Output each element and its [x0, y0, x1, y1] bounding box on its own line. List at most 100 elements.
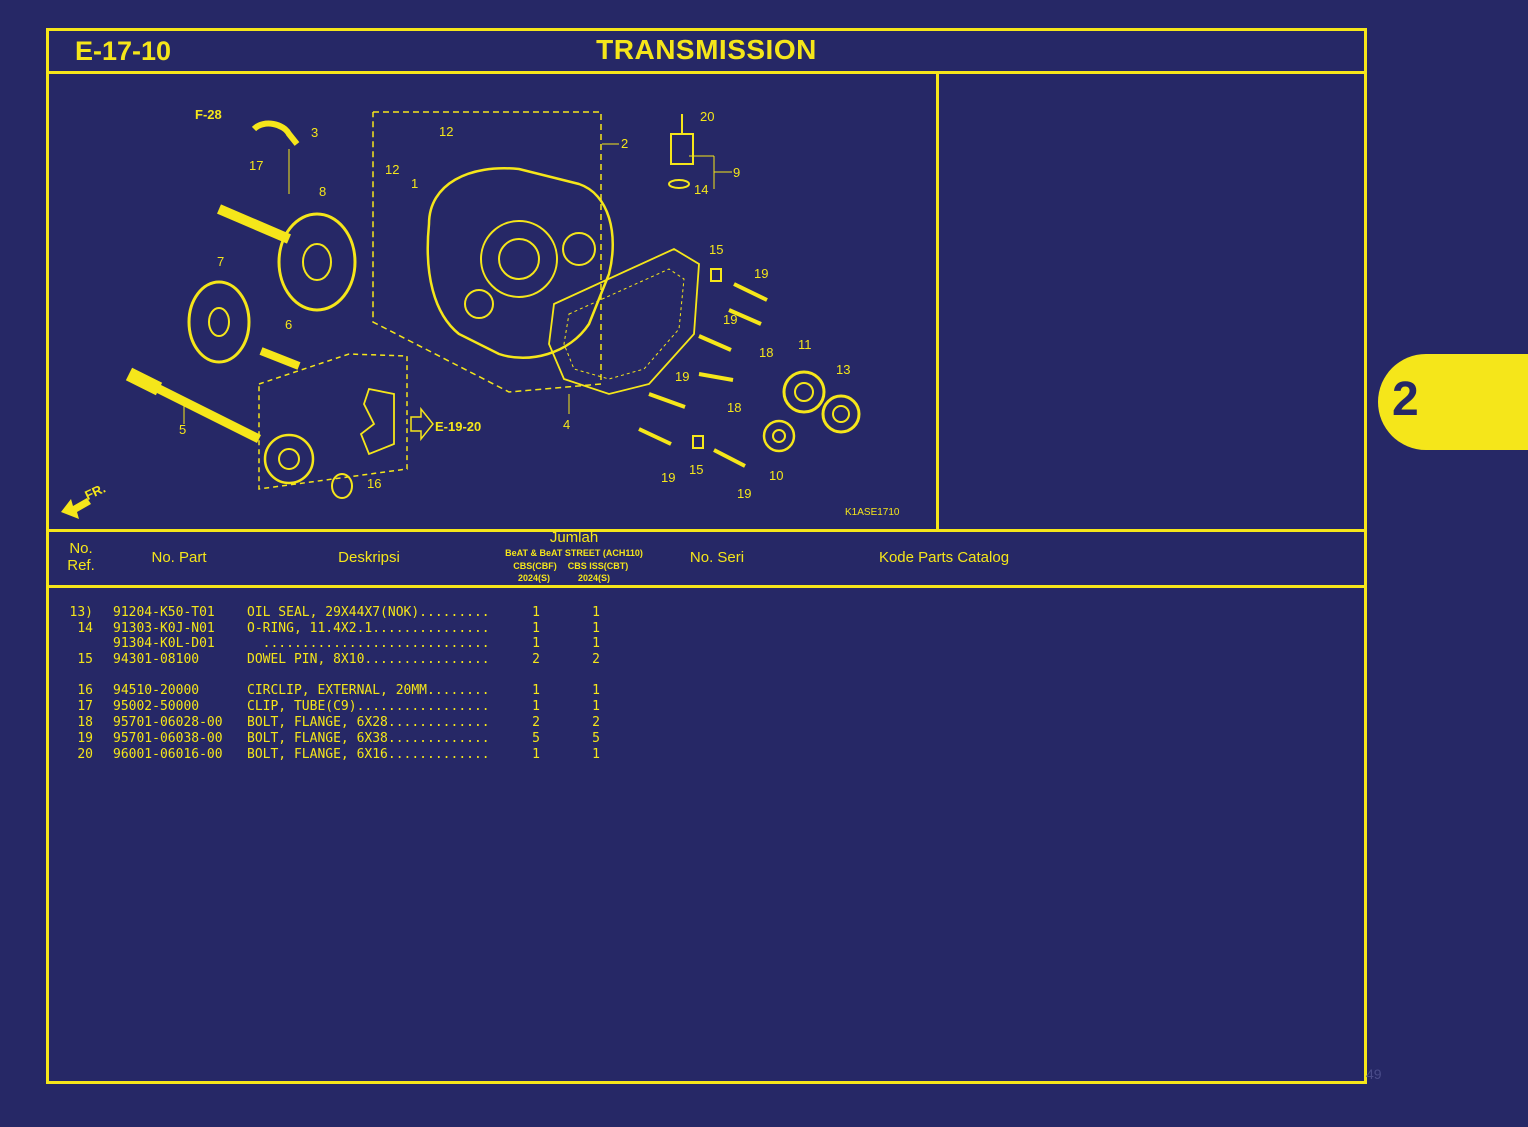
svg-text:9: 9 — [733, 165, 740, 180]
ref-cell: 17 — [77, 699, 93, 714]
part-number-cell: 91204-K50-T01 — [113, 605, 215, 620]
parts-table-header: No. Ref. No. Part Deskripsi Jumlah BeAT … — [49, 529, 1364, 588]
svg-text:2: 2 — [621, 136, 628, 151]
ref-cell: 18 — [77, 715, 93, 730]
qty-cbs-cell: 1 — [532, 636, 540, 651]
part-number-cell: 95701-06038-00 — [113, 731, 223, 746]
svg-text:19: 19 — [661, 470, 675, 485]
ref-cell: 16 — [77, 683, 93, 698]
col-desc-header: Deskripsi — [338, 549, 400, 566]
qty-cbs-cell: 1 — [532, 605, 540, 620]
svg-text:6: 6 — [285, 317, 292, 332]
table-row: 13) 91204-K50-T01 OIL SEAL, 29X44X7(NOK)..… — [49, 605, 1364, 621]
col-part-header: No. Part — [151, 549, 207, 566]
svg-text:12: 12 — [385, 162, 399, 177]
description-cell: CLIP, TUBE(C9)................. — [247, 699, 490, 714]
svg-text:15: 15 — [689, 462, 703, 477]
section-tab[interactable] — [1378, 354, 1528, 450]
part-number-cell: 91303-K0J-N01 — [113, 621, 215, 636]
ref-cell: 13) — [69, 605, 93, 620]
svg-text:E-19-20: E-19-20 — [435, 419, 481, 434]
svg-text:FR.: FR. — [82, 480, 107, 502]
section-code: E-17-10 — [75, 36, 172, 66]
col-qty-model-header: BeAT & BeAT STREET (ACH110) — [505, 548, 643, 558]
qty-iss-cell: 1 — [592, 699, 600, 714]
qty-iss-cell: 1 — [592, 636, 600, 651]
qty-cbs-cell: 2 — [532, 652, 540, 667]
svg-text:14: 14 — [694, 182, 708, 197]
page-title: TRANSMISSION — [596, 34, 817, 65]
svg-text:19: 19 — [754, 266, 768, 281]
qty-iss-cell: 2 — [592, 715, 600, 730]
svg-text:18: 18 — [759, 345, 773, 360]
table-row: 19 95701-06038-00 BOLT, FLANGE, 6X38......… — [49, 731, 1364, 747]
part-number-cell: 94510-20000 — [113, 683, 200, 698]
qty-iss-cell: 1 — [592, 683, 600, 698]
svg-text:19: 19 — [723, 312, 737, 327]
svg-text:8: 8 — [319, 184, 326, 199]
description-cell: BOLT, FLANGE, 6X16............. — [247, 747, 490, 762]
ref-cell: 14 — [77, 621, 93, 636]
svg-text:3: 3 — [311, 125, 318, 140]
svg-text:5: 5 — [179, 422, 186, 437]
qty-iss-cell: 1 — [592, 747, 600, 762]
svg-text:19: 19 — [737, 486, 751, 501]
svg-text:4: 4 — [563, 417, 570, 432]
page-number: 49 — [1366, 1066, 1382, 1082]
table-row: 15 94301-08100 DOWEL PIN, 8X10............… — [49, 652, 1364, 668]
catalog-page-frame: E-17-10 TRANSMISSION — [46, 28, 1367, 1084]
description-cell: BOLT, FLANGE, 6X28............. — [247, 715, 490, 730]
svg-text:13: 13 — [836, 362, 850, 377]
svg-text:20: 20 — [700, 109, 714, 124]
description-cell: O-RING, 11.4X2.1............... — [247, 621, 490, 636]
svg-text:10: 10 — [769, 468, 783, 483]
col-qty2-header: CBS ISS(CBT) — [567, 561, 629, 571]
qty-iss-cell: 5 — [592, 731, 600, 746]
description-cell: CIRCLIP, EXTERNAL, 20MM........ — [247, 683, 490, 698]
svg-text:18: 18 — [727, 400, 741, 415]
part-number-cell: 96001-06016-00 — [113, 747, 223, 762]
ref-cell: 19 — [77, 731, 93, 746]
qty-cbs-cell: 1 — [532, 683, 540, 698]
section-tab-label: 2 — [1392, 373, 1419, 426]
svg-text:7: 7 — [217, 254, 224, 269]
table-row: 91304-K0L-D01 ..........................… — [49, 636, 1364, 652]
col-qty1-year: 2024(S) — [517, 573, 551, 583]
qty-iss-cell: 1 — [592, 605, 600, 620]
col-qty-group-header: Jumlah — [549, 529, 599, 546]
description-cell: DOWEL PIN, 8X10................ — [247, 652, 490, 667]
qty-cbs-cell: 5 — [532, 731, 540, 746]
page-header: E-17-10 TRANSMISSION — [49, 31, 1364, 74]
part-number-cell: 95701-06028-00 — [113, 715, 223, 730]
svg-text:15: 15 — [709, 242, 723, 257]
part-number-cell: 94301-08100 — [113, 652, 200, 667]
col-qty2-year: 2024(S) — [577, 573, 611, 583]
svg-text:19: 19 — [675, 369, 689, 384]
qty-iss-cell: 2 — [592, 652, 600, 667]
table-row: 14 91303-K0J-N01 O-RING, 11.4X2.1.........… — [49, 621, 1364, 637]
description-cell: OIL SEAL, 29X44X7(NOK)......... — [247, 605, 490, 620]
svg-text:12: 12 — [439, 124, 453, 139]
qty-iss-cell: 1 — [592, 621, 600, 636]
part-number-cell: 91304-K0L-D01 — [113, 636, 215, 651]
qty-cbs-cell: 1 — [532, 699, 540, 714]
svg-text:17: 17 — [249, 158, 263, 173]
description-cell: BOLT, FLANGE, 6X38............. — [247, 731, 490, 746]
svg-text:1: 1 — [411, 176, 418, 191]
svg-text:F-28: F-28 — [195, 107, 222, 122]
qty-cbs-cell: 2 — [532, 715, 540, 730]
col-ref-header: No. Ref. — [67, 540, 95, 574]
notes-panel — [939, 74, 1364, 532]
col-qty1-header: CBS(CBF) — [513, 561, 557, 571]
col-catalog-header: Kode Parts Catalog — [878, 549, 1010, 566]
table-row: 17 95002-50000 CLIP, TUBE(C9).............… — [49, 699, 1364, 715]
col-serial-header: No. Seri — [689, 549, 745, 566]
ref-cell: 20 — [77, 747, 93, 762]
part-number-cell: 95002-50000 — [113, 699, 200, 714]
svg-text:11: 11 — [798, 337, 812, 352]
qty-cbs-cell: 1 — [532, 621, 540, 636]
svg-text:K1ASE1710: K1ASE1710 — [845, 507, 900, 518]
ref-cell: 15 — [77, 652, 93, 667]
table-row: 18 95701-06028-00 BOLT, FLANGE, 6X28......… — [49, 715, 1364, 731]
svg-text:16: 16 — [367, 476, 381, 491]
